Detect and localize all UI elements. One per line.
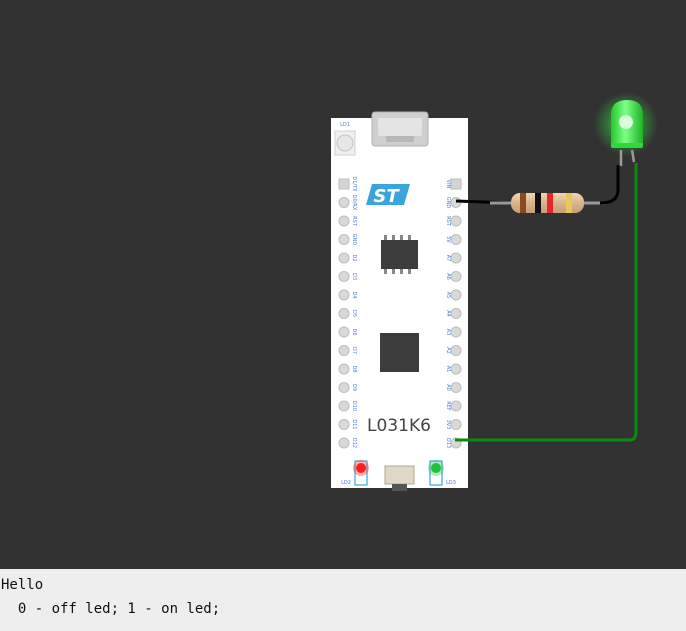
pin-label: D0/RX	[351, 195, 357, 211]
chip-small	[381, 240, 418, 269]
left-header: D1/TX D0/RX RST GND D2D3D4D5D6D7D8D9D10D11D1…	[338, 176, 357, 449]
serial-console[interactable]: Hello 0 - off led; 1 - on led;	[0, 569, 686, 631]
pin-label: GND	[445, 197, 451, 209]
console-line: 0 - off led; 1 - on led;	[1, 601, 221, 617]
header-pin[interactable]	[338, 178, 350, 190]
resistor-band-3	[547, 193, 553, 213]
reset-button[interactable]	[384, 465, 415, 485]
pin-label: 3V3	[445, 420, 451, 430]
pin-label: D8	[351, 365, 357, 372]
resistor-band-1	[520, 193, 526, 213]
resistor[interactable]	[490, 193, 605, 213]
pin-label: D13	[445, 438, 451, 448]
header-pin[interactable]	[450, 234, 462, 245]
header-pin[interactable]	[450, 289, 462, 301]
nucleo-board[interactable]: LD1 ST L031K6 D1/TX D0/RX RST GND D2D3D4D5D6…	[331, 111, 468, 491]
header-pin[interactable]	[338, 234, 350, 245]
pin-label: D3	[351, 273, 357, 280]
led-ld3-label: LD3	[446, 480, 456, 486]
pin-label: A1	[445, 366, 451, 373]
led-ld1-label: LD1	[340, 122, 350, 128]
header-pin[interactable]	[338, 437, 350, 449]
header-pin[interactable]	[338, 215, 350, 227]
led-ld2-label: LD2	[341, 480, 351, 486]
pin-label: A6	[445, 273, 451, 280]
led-ld2	[356, 463, 366, 473]
header-pin[interactable]	[450, 400, 462, 412]
header-pin[interactable]	[450, 271, 462, 282]
led-ld1	[336, 134, 354, 152]
st-logo-icon: ST	[366, 184, 410, 207]
header-pin[interactable]	[450, 382, 462, 393]
pin-label: D7	[351, 347, 357, 354]
circuit-diagram: LD1 ST L031K6 D1/TX D0/RX RST GND D2D3D4D5D6…	[331, 92, 658, 491]
header-pin[interactable]	[338, 252, 350, 264]
led-cathode-wire[interactable]	[599, 165, 620, 205]
pin-label: A7	[445, 255, 451, 262]
header-pin[interactable]	[338, 363, 350, 375]
pin-label: A5	[445, 292, 451, 299]
header-pin[interactable]	[338, 345, 350, 356]
header-pin[interactable]	[338, 308, 350, 319]
console-line: Hello	[1, 577, 44, 593]
pin-label: A4	[445, 310, 451, 317]
header-pin[interactable]	[450, 308, 462, 319]
header-pin[interactable]	[450, 326, 462, 338]
header-pin[interactable]	[338, 326, 350, 338]
pin-label: RST	[445, 216, 451, 227]
resistor-band-2	[535, 193, 541, 213]
led-ld3-frame	[429, 460, 443, 486]
pin-label: D6	[351, 328, 357, 335]
header-pin[interactable]	[450, 178, 462, 190]
pin-label: RST	[351, 216, 357, 227]
header-pin[interactable]	[338, 271, 350, 282]
pin-label: 5V	[445, 236, 451, 243]
pin-label: D1/TX	[351, 176, 357, 192]
pin-label: D10	[351, 401, 357, 411]
pin-label: A0	[445, 384, 451, 391]
header-pin[interactable]	[450, 252, 462, 264]
mcu-chip	[380, 333, 419, 372]
header-pin[interactable]	[338, 400, 350, 412]
header-pin[interactable]	[338, 197, 350, 208]
board-name: L031K6	[367, 416, 431, 436]
header-pin[interactable]	[338, 289, 350, 301]
header-pin[interactable]	[450, 419, 462, 430]
pin-label: VIN	[445, 180, 451, 189]
board-pcb	[331, 118, 468, 488]
resistor-band-4	[566, 193, 572, 213]
pin-label: D12	[351, 438, 357, 448]
pin-label: GND	[351, 234, 357, 246]
header-pin[interactable]	[450, 345, 462, 356]
pin-label: D9	[351, 384, 357, 391]
pin-label: D2	[351, 254, 357, 261]
green-led[interactable]	[594, 92, 658, 166]
pin-label: D4	[351, 291, 357, 298]
header-pin[interactable]	[338, 382, 350, 393]
header-pin[interactable]	[450, 215, 462, 227]
pin-label: D11	[351, 419, 357, 429]
signal-wire[interactable]	[455, 163, 638, 442]
pin-label: A3	[445, 329, 451, 336]
pin-label: D5	[351, 310, 357, 317]
svg-text:ST: ST	[373, 186, 400, 207]
led-ld2-frame	[354, 460, 368, 486]
led-ld3	[431, 463, 441, 473]
pin-label: A2	[445, 347, 451, 354]
pin-label: REF	[445, 401, 451, 411]
header-pin[interactable]	[450, 363, 462, 375]
header-pin[interactable]	[338, 419, 350, 430]
